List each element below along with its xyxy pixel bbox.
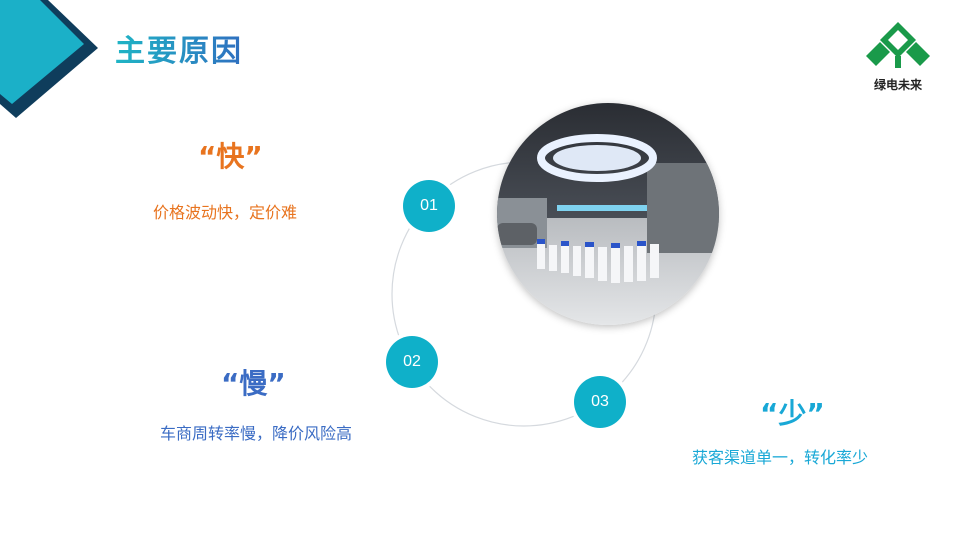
reason-desc-slow: 车商周转率慢，降价风险高 [160, 424, 353, 443]
marker-01: 01 [403, 180, 455, 232]
reason-desc-few: 获客渠道单一，转化率少 [692, 448, 869, 467]
reason-keyword-few: “少” [760, 397, 825, 430]
logo-text: 绿电未来 [873, 78, 922, 92]
showroom-photo [497, 103, 719, 325]
marker-02: 02 [386, 336, 438, 388]
logo: 绿电未来 [862, 20, 934, 93]
marker-03: 03 [574, 376, 626, 428]
reason-keyword-fast: “快” [198, 140, 263, 173]
corner-decoration [0, 0, 98, 118]
reason-desc-fast: 价格波动快，定价难 [153, 203, 298, 222]
green-mountain-logo-icon [866, 22, 930, 68]
page-title: 主要原因 [115, 26, 243, 70]
reason-keyword-slow: “慢” [221, 367, 286, 400]
